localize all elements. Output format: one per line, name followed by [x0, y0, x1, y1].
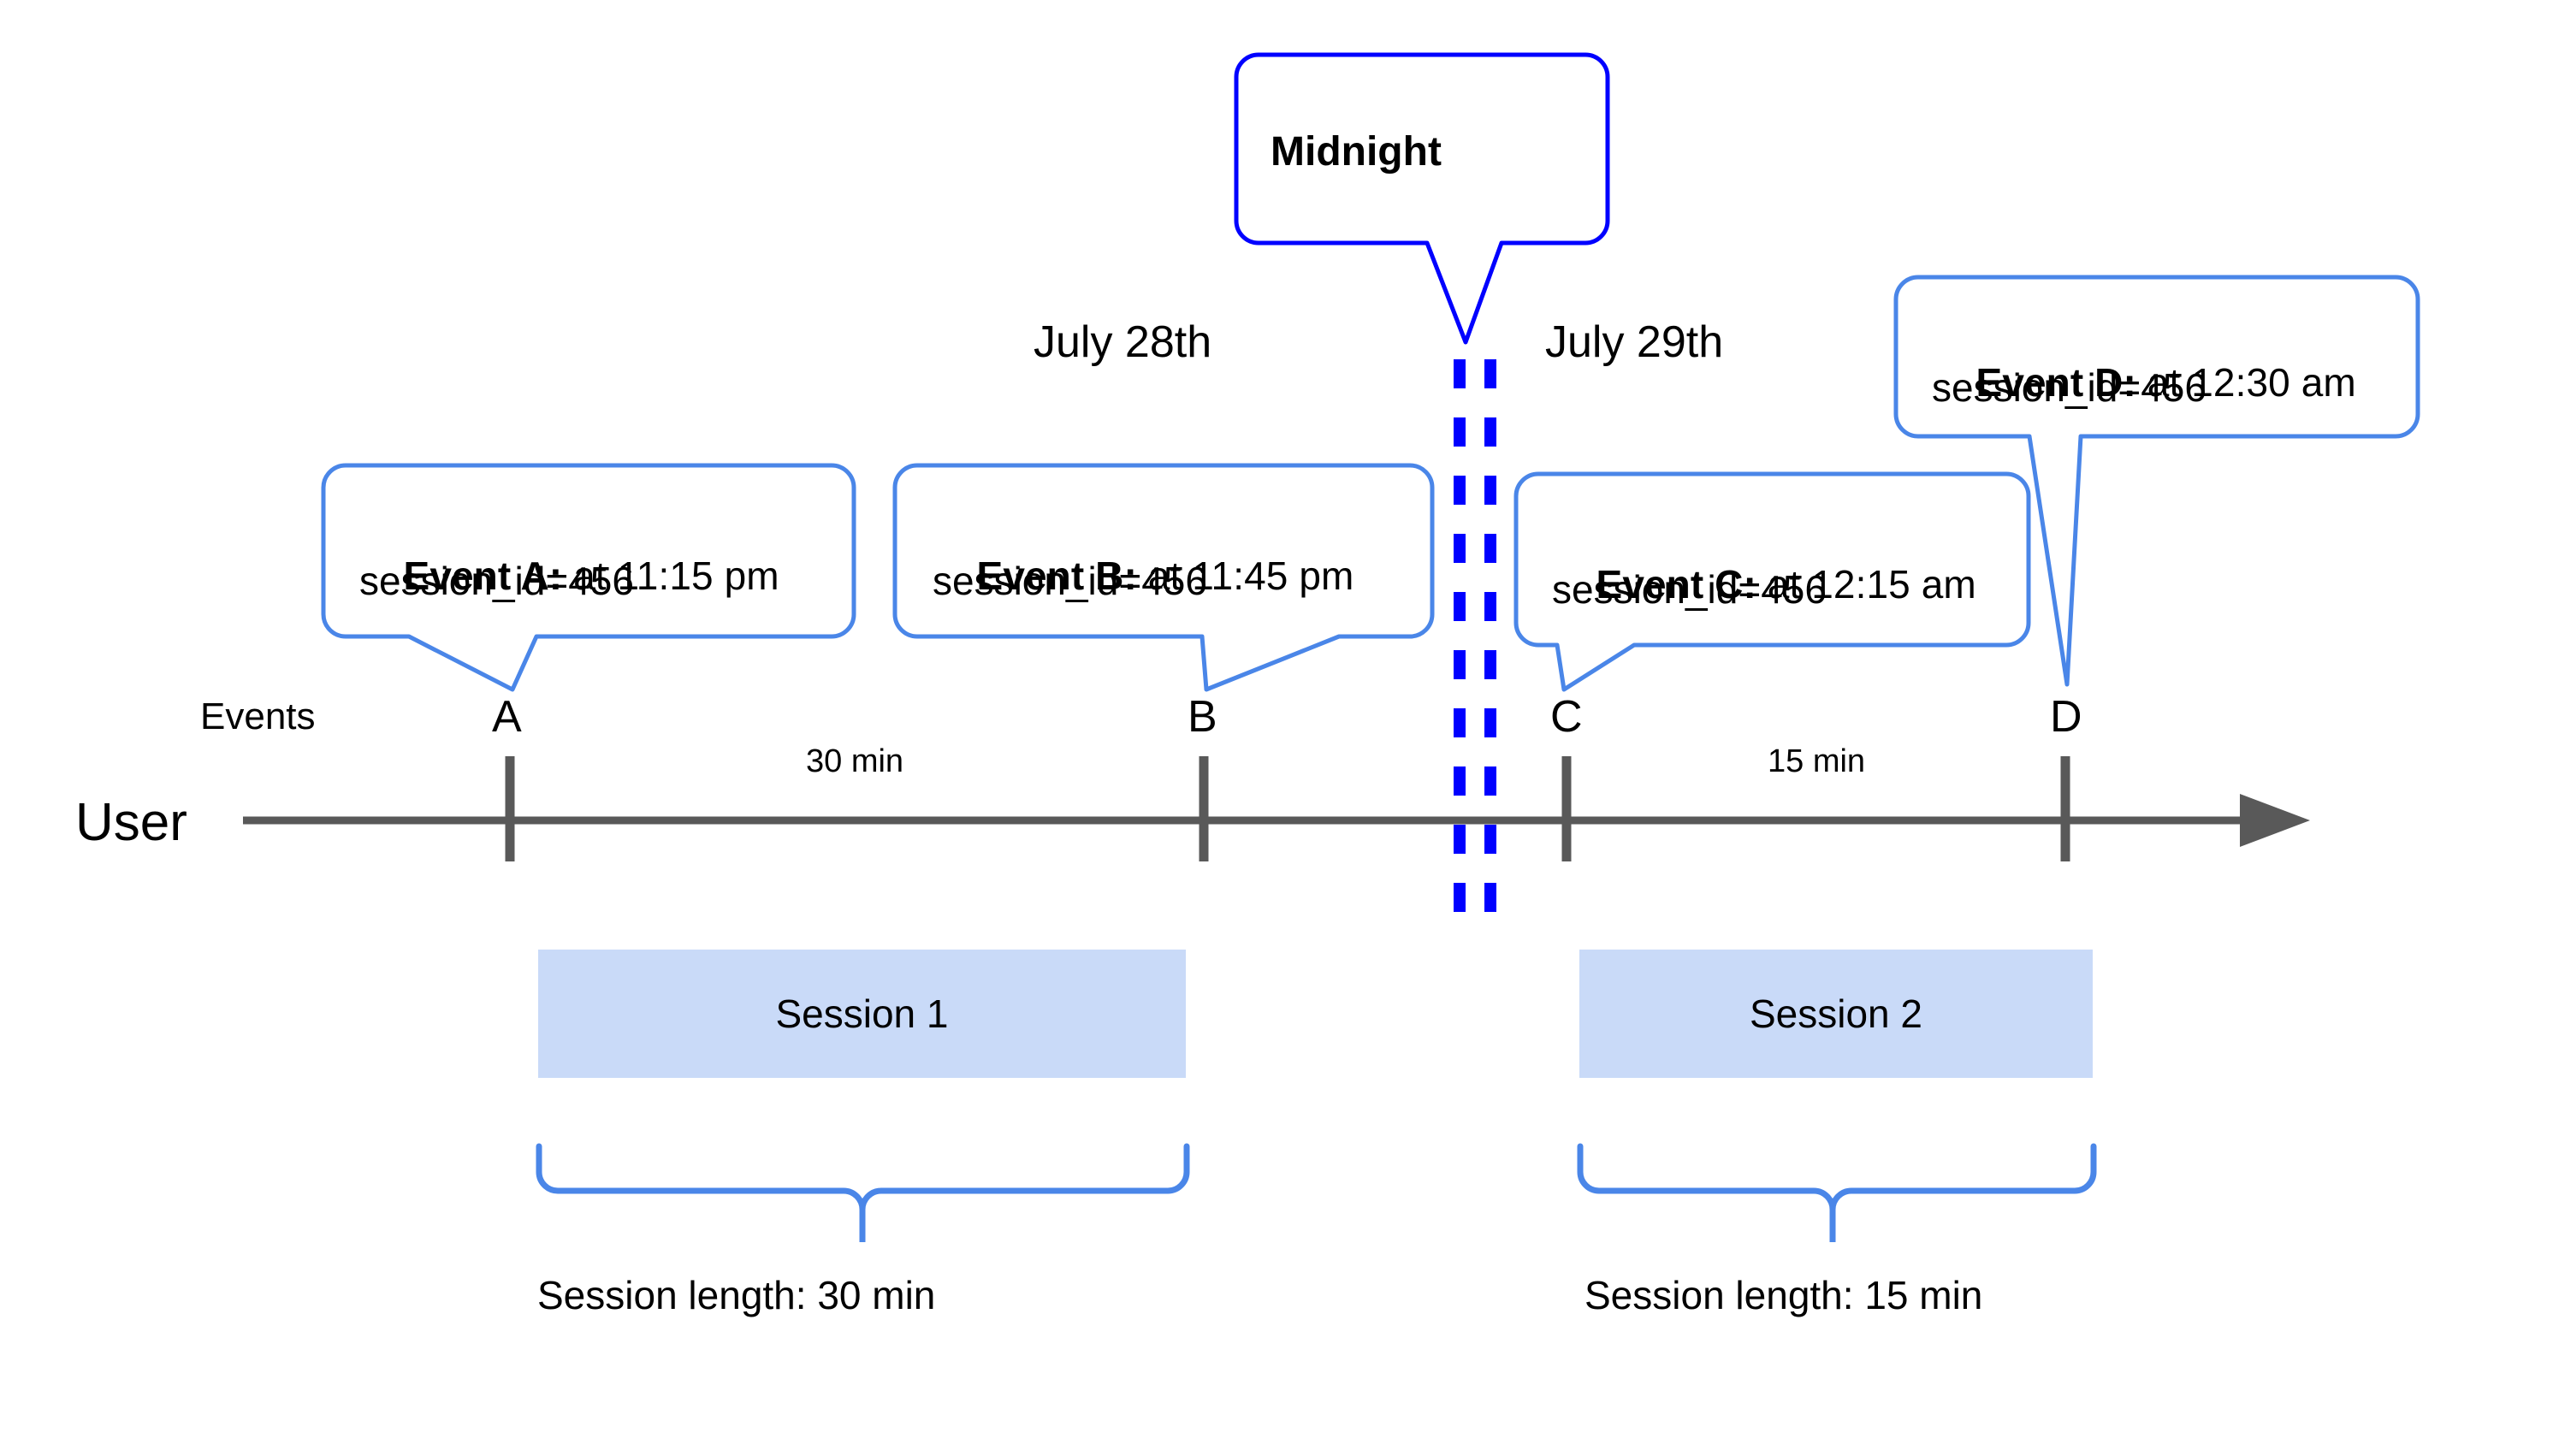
- session-2-brace: [1577, 1143, 2097, 1242]
- event-a-callout-line1: Event A: at 11:15 pm: [359, 506, 779, 646]
- interval-label-30-min: 30 min: [806, 743, 904, 779]
- event-c-detail: at 12:15 am: [1756, 562, 1976, 607]
- axis-row-label-user: User: [75, 793, 187, 852]
- event-d-session-id: session_id=456: [1932, 365, 2206, 410]
- event-b-detail: at 11:45 pm: [1136, 553, 1354, 599]
- arrow-right-icon: [2240, 794, 2310, 847]
- event-d-name: Event D:: [1975, 360, 2136, 405]
- event-tick-label-c: C: [1550, 692, 1583, 742]
- session-1-bar: Session 1: [538, 950, 1186, 1078]
- session-1-label: Session 1: [775, 991, 949, 1036]
- session-1-brace: [536, 1143, 1190, 1242]
- event-tick-label-d: D: [2050, 692, 2082, 742]
- event-d-detail: at 12:30 am: [2135, 360, 2356, 405]
- event-d-callout-line1: Event D: at 12:30 am: [1932, 313, 2356, 453]
- axis-events-label: Events: [200, 695, 316, 737]
- event-c-callout-line1: Event C: at 12:15 am: [1552, 515, 1976, 654]
- day-label-july-28: July 28th: [1034, 317, 1212, 367]
- event-b-callout-line1: Event B: at 11:45 pm: [933, 506, 1354, 646]
- event-b-session-id: session_id=456: [933, 559, 1207, 603]
- interval-label-15-min: 15 min: [1768, 743, 1866, 779]
- event-a-session-id: session_id=456: [359, 559, 634, 603]
- session-2-bar: Session 2: [1579, 950, 2093, 1078]
- midnight-label: Midnight: [1271, 129, 1442, 175]
- event-c-session-id: session_id=456: [1552, 567, 1827, 612]
- session-1-length-label: Session length: 30 min: [537, 1273, 936, 1317]
- day-label-july-29: July 29th: [1545, 317, 1724, 367]
- event-a-detail: at 11:15 pm: [562, 553, 779, 599]
- event-c-name: Event C:: [1596, 562, 1756, 607]
- session-2-length-label: Session length: 15 min: [1585, 1273, 1983, 1317]
- session-2-label: Session 2: [1749, 991, 1922, 1036]
- midnight-callout-shape: [1234, 52, 1610, 345]
- event-a-name: Event A:: [403, 553, 563, 599]
- event-tick-label-b: B: [1188, 692, 1217, 742]
- event-b-name: Event B:: [976, 553, 1137, 599]
- event-tick-label-a: A: [492, 692, 522, 742]
